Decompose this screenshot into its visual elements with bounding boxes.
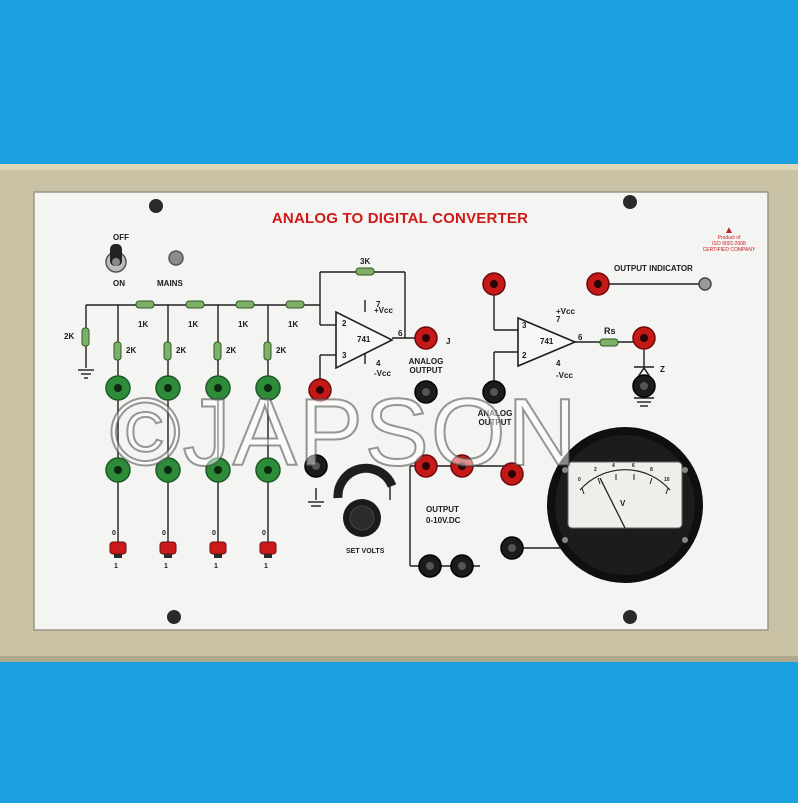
meter-scale-0: 0 bbox=[578, 477, 581, 483]
watermark: ©JAPSON bbox=[109, 378, 579, 487]
meter-scale-10: 10 bbox=[664, 477, 670, 483]
output-indicator-label: OUTPUT INDICATOR bbox=[614, 264, 693, 273]
set-volts-label: SET VOLTS bbox=[346, 548, 385, 555]
opamp-2-vcc-neg: -Vcc bbox=[556, 371, 573, 380]
cert-line-3: CERTIFIED COMPANY bbox=[702, 246, 756, 253]
certification-badge: ▲ Product of ISO 9001:2008 CERTIFIED COM… bbox=[690, 226, 768, 253]
series-resistor-2-label: 1K bbox=[188, 320, 199, 329]
feedback-resistor-label: 3K bbox=[360, 257, 371, 266]
black-terminals[interactable] bbox=[304, 374, 656, 578]
series-resistor-3-label: 1K bbox=[238, 320, 249, 329]
opamp-1-pin-7: 7 bbox=[376, 300, 381, 309]
power-toggle-switch[interactable] bbox=[105, 244, 127, 273]
opamp-1-pin-2: 2 bbox=[342, 319, 347, 328]
set-volts-knob[interactable] bbox=[333, 463, 397, 537]
opamp-2-pin-4: 4 bbox=[556, 359, 561, 368]
green-terminals[interactable] bbox=[105, 375, 281, 483]
bit-1-high-label: 1 bbox=[114, 563, 118, 570]
meter-scale-2: 2 bbox=[594, 467, 597, 473]
bit-1-low-label: 0 bbox=[112, 530, 116, 537]
opamp-2-model: 741 bbox=[540, 337, 554, 346]
opamp-1-pin-6: 6 bbox=[398, 329, 403, 338]
opamp-2-pin-3: 3 bbox=[522, 321, 527, 330]
bit-2-high-label: 1 bbox=[164, 563, 168, 570]
meter-unit: V bbox=[620, 499, 626, 508]
opamp-1-vcc-pos: +Vcc bbox=[374, 306, 393, 315]
branch-resistor-3-label: 2K bbox=[226, 346, 237, 355]
bit-2-low-label: 0 bbox=[162, 530, 166, 537]
ground-resistor-label: 2K bbox=[64, 332, 75, 341]
opamp-2-symbol bbox=[517, 316, 578, 368]
cert-line-2: ISO 9001:2008 bbox=[712, 240, 746, 247]
output-supply-label: OUTPUT bbox=[426, 505, 459, 514]
zener-label: Z bbox=[660, 365, 665, 374]
rs-label: Rs bbox=[604, 326, 616, 336]
mains-lamp bbox=[168, 250, 184, 266]
company-logo-icon: ▲ bbox=[724, 225, 734, 236]
opamp-2-pin-7: 7 bbox=[556, 315, 561, 324]
bit-4-low-label: 0 bbox=[262, 530, 266, 537]
series-resistor-4-label: 1K bbox=[288, 320, 299, 329]
meter-scale-4: 4 bbox=[612, 463, 615, 469]
off-label: OFF bbox=[113, 233, 129, 242]
opamp-2-vcc-pos: +Vcc bbox=[556, 307, 575, 316]
opamp-1-output-label: J bbox=[446, 337, 451, 346]
output-supply-range: 0-10V.DC bbox=[426, 516, 461, 525]
panel-title: ANALOG TO DIGITAL CONVERTER bbox=[271, 210, 529, 227]
bit-3-high-label: 1 bbox=[214, 563, 218, 570]
bit-switches[interactable] bbox=[109, 541, 277, 558]
branch-resistor-2-label: 2K bbox=[176, 346, 187, 355]
branch-resistor-4-label: 2K bbox=[276, 346, 287, 355]
cert-line-1: Product of bbox=[717, 235, 741, 241]
series-resistor-1-label: 1K bbox=[138, 320, 149, 329]
output-indicator-lamp bbox=[698, 277, 712, 291]
opamp-2-pin-2: 2 bbox=[522, 351, 527, 360]
opamp-1-vcc-neg: -Vcc bbox=[374, 369, 391, 378]
meter-scale-8: 8 bbox=[650, 467, 653, 473]
voltmeter bbox=[547, 427, 703, 583]
mounting-screws bbox=[149, 195, 637, 624]
opamp-1-pin-4: 4 bbox=[376, 359, 381, 368]
opamp-1-pin-3: 3 bbox=[342, 351, 347, 360]
on-label: ON bbox=[113, 279, 125, 288]
bit-3-low-label: 0 bbox=[212, 530, 216, 537]
comparator-input-label: ANALOG OUTPUT bbox=[477, 409, 513, 427]
bit-4-high-label: 1 bbox=[264, 563, 268, 570]
resistors bbox=[81, 267, 619, 361]
opamp-1-model: 741 bbox=[357, 335, 371, 344]
meter-scale-6: 6 bbox=[632, 463, 635, 469]
opamp-2-pin-6: 6 bbox=[578, 333, 583, 342]
red-terminals[interactable] bbox=[308, 272, 656, 486]
opamp-1-symbol bbox=[335, 310, 394, 370]
analog-output-label: ANALOG OUTPUT bbox=[408, 357, 444, 375]
branch-resistor-1-label: 2K bbox=[126, 346, 137, 355]
mains-label: MAINS bbox=[157, 279, 183, 288]
